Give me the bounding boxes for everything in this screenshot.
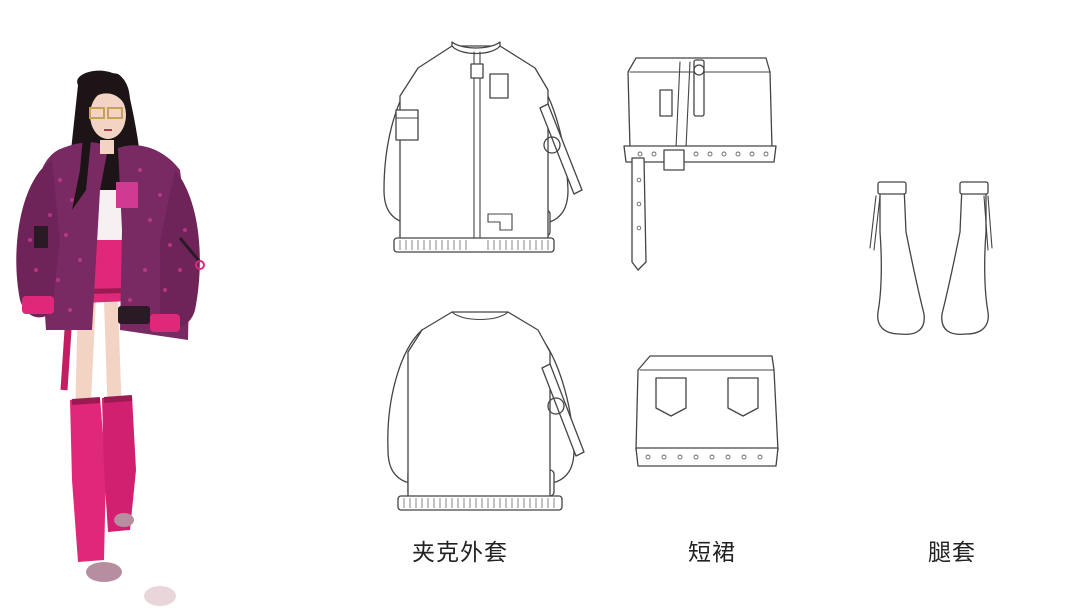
leg-warmers-label: 腿套	[928, 540, 976, 566]
leg-warmers-flat	[869, 181, 993, 336]
skirt-front-flat	[623, 57, 777, 271]
skirt-label: 短裙	[688, 540, 736, 566]
fashion-model-illustration	[16, 70, 205, 606]
jacket-label: 夹克外套	[412, 540, 508, 566]
jacket-front-flat	[383, 41, 583, 253]
skirt-back-flat	[635, 355, 779, 467]
jacket-back-flat	[387, 311, 585, 511]
